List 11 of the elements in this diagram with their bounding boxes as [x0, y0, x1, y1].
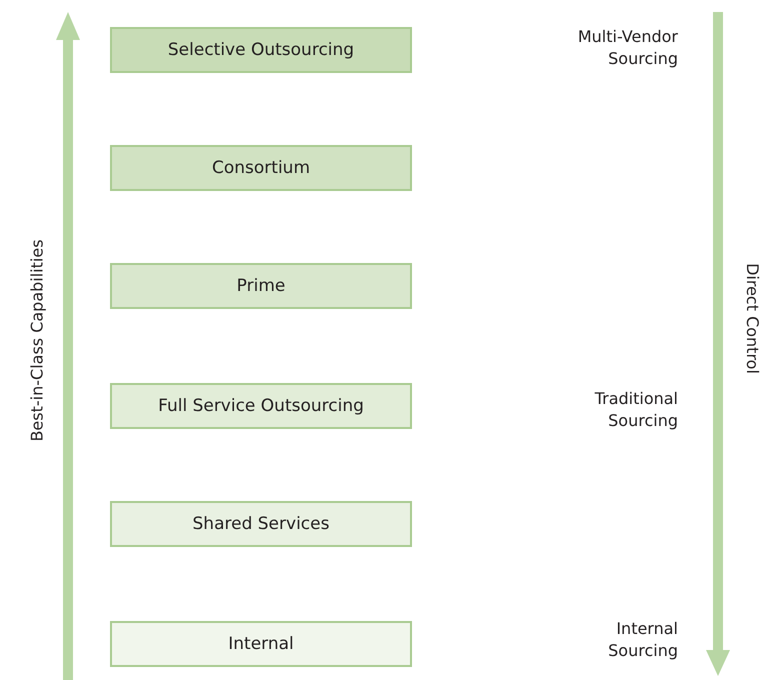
side-label: Internal Sourcing — [607, 618, 678, 662]
axis-label: Best-in-Class Capabilities — [28, 238, 47, 442]
level-box: Shared Services — [110, 501, 412, 547]
level-box: Full Service Outsourcing — [110, 383, 412, 429]
level-box: Consortium — [110, 145, 412, 191]
axis-label: Direct Control — [742, 262, 762, 374]
side-label: Multi-Vendor Sourcing — [576, 26, 678, 70]
side-label: Traditional Sourcing — [594, 388, 678, 432]
level-box: Selective Outsourcing — [110, 27, 412, 73]
level-box: Internal — [110, 621, 412, 667]
level-box: Prime — [110, 263, 412, 309]
